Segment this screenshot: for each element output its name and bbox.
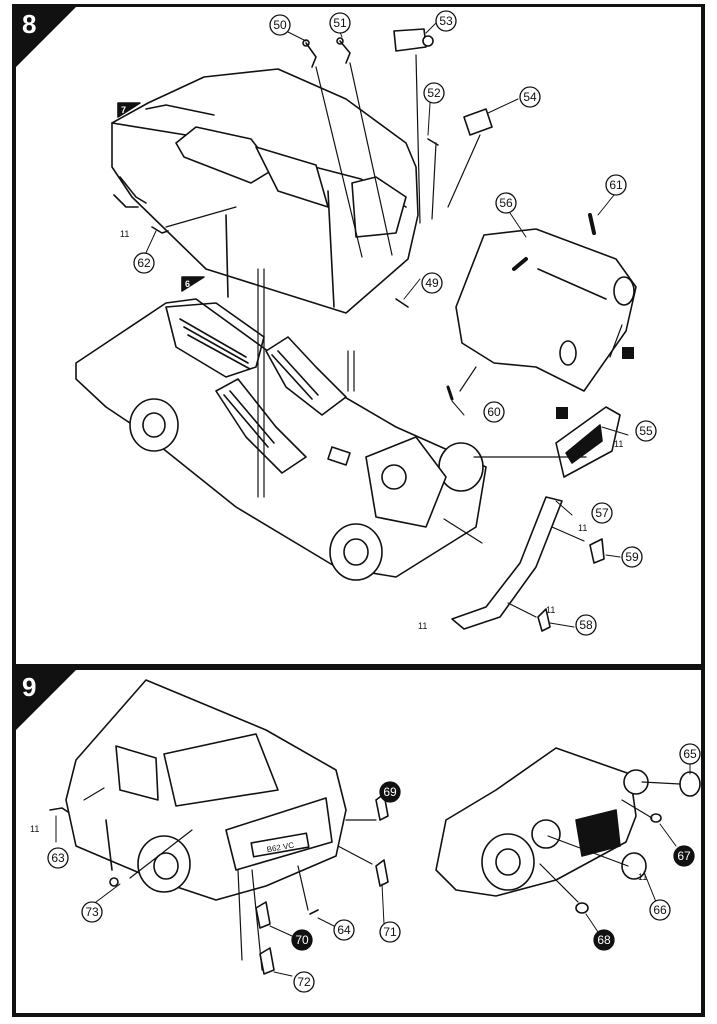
- part-callout-67: 67: [673, 845, 695, 867]
- leader-lines: [143, 22, 629, 628]
- part-number: 62: [137, 256, 151, 270]
- part-number: 56: [499, 196, 513, 210]
- sub-step-6-label: 6: [185, 279, 190, 289]
- part-callout-66: 66: [649, 899, 671, 921]
- grille-55: [555, 406, 621, 478]
- sub-step-6-flag: 6: [181, 276, 205, 292]
- part-number: 65: [683, 747, 697, 761]
- part-callout-63: 63: [47, 847, 69, 869]
- part-callout-70: 70: [291, 929, 313, 951]
- part-number: 51: [333, 16, 347, 30]
- paint-marker: [622, 347, 634, 359]
- car-front-view: [435, 747, 649, 897]
- paint-code: 11: [418, 621, 427, 631]
- part-callout-49: 49: [421, 272, 443, 294]
- part-callout-69: 69: [379, 781, 401, 803]
- part-number: 54: [523, 90, 537, 104]
- part-callout-65: 65: [679, 743, 701, 765]
- part-callout-56: 56: [495, 192, 517, 214]
- part-callout-54: 54: [519, 86, 541, 108]
- part-number: 55: [639, 424, 653, 438]
- paint-code: 11: [546, 605, 555, 615]
- part-number: 59: [625, 550, 639, 564]
- paint-code: 11: [578, 523, 587, 533]
- paint-code: 11: [638, 872, 647, 882]
- part-callouts: 63 73 64 70 72 71 69 65 67 66 68: [47, 743, 701, 993]
- paint-marker: [556, 407, 568, 419]
- small-parts: [151, 28, 605, 632]
- assembly-guides: [165, 54, 623, 618]
- part-number: 52: [427, 86, 441, 100]
- paint-code: 11: [30, 824, 39, 834]
- part-number: 63: [51, 851, 65, 865]
- part-callout-61: 61: [605, 174, 627, 196]
- part-number: 61: [609, 178, 623, 192]
- part-number: 73: [85, 905, 99, 919]
- leader-lines: [55, 761, 691, 977]
- part-number: 68: [597, 933, 611, 947]
- part-callout-53: 53: [435, 10, 457, 32]
- part-number: 57: [595, 506, 609, 520]
- part-callout-73: 73: [81, 901, 103, 923]
- part-callout-51: 51: [329, 12, 351, 34]
- part-number: 70: [295, 933, 309, 947]
- part-number: 66: [653, 903, 667, 917]
- part-callout-68: 68: [593, 929, 615, 951]
- part-callout-52: 52: [423, 82, 445, 104]
- part-number: 50: [273, 18, 287, 32]
- part-callout-64: 64: [333, 919, 355, 941]
- part-callout-57: 57: [591, 502, 613, 524]
- step-9-panel: 9 B62 VC: [12, 667, 705, 1017]
- step-number: 8: [22, 9, 37, 39]
- part-callout-55: 55: [635, 420, 657, 442]
- step-8-illustration: 7 6: [75, 10, 657, 636]
- sub-step-7-flag: 7: [117, 102, 141, 118]
- paint-code: 11: [120, 229, 129, 239]
- step-9-illustration: B62 VC: [30, 679, 701, 993]
- part-number: 53: [439, 14, 453, 28]
- part-callout-59: 59: [621, 546, 643, 568]
- part-number: 49: [425, 276, 439, 290]
- part-number: 72: [297, 975, 311, 989]
- part-number: 64: [337, 923, 351, 937]
- part-number: 69: [383, 785, 397, 799]
- step-number: 9: [22, 672, 37, 702]
- part-number: 71: [383, 925, 397, 939]
- paint-code: 11: [614, 439, 623, 449]
- part-callout-72: 72: [293, 971, 315, 993]
- part-callout-50: 50: [269, 14, 291, 36]
- part-callout-71: 71: [379, 921, 401, 943]
- part-callout-60: 60: [483, 401, 505, 423]
- part-callout-58: 58: [575, 614, 597, 636]
- lamp-parts: [49, 771, 701, 975]
- car-body-shell: [111, 68, 419, 314]
- part-number: 58: [579, 618, 593, 632]
- part-number: 67: [677, 849, 691, 863]
- car-rear-view: B62 VC: [65, 679, 347, 901]
- assembly-guides: [83, 781, 681, 971]
- sub-step-7-label: 7: [121, 105, 126, 115]
- part-number: 60: [487, 405, 501, 419]
- front-bumper-57: [451, 496, 563, 630]
- front-clip-56: [455, 228, 637, 392]
- part-callout-62: 62: [133, 252, 155, 274]
- part-callouts: 50 51 53 52 54 61 56 62 49 60 55 57 59 5…: [133, 10, 657, 636]
- chassis-with-seats: [75, 298, 487, 581]
- step-8-panel: 8 7 6: [12, 4, 705, 667]
